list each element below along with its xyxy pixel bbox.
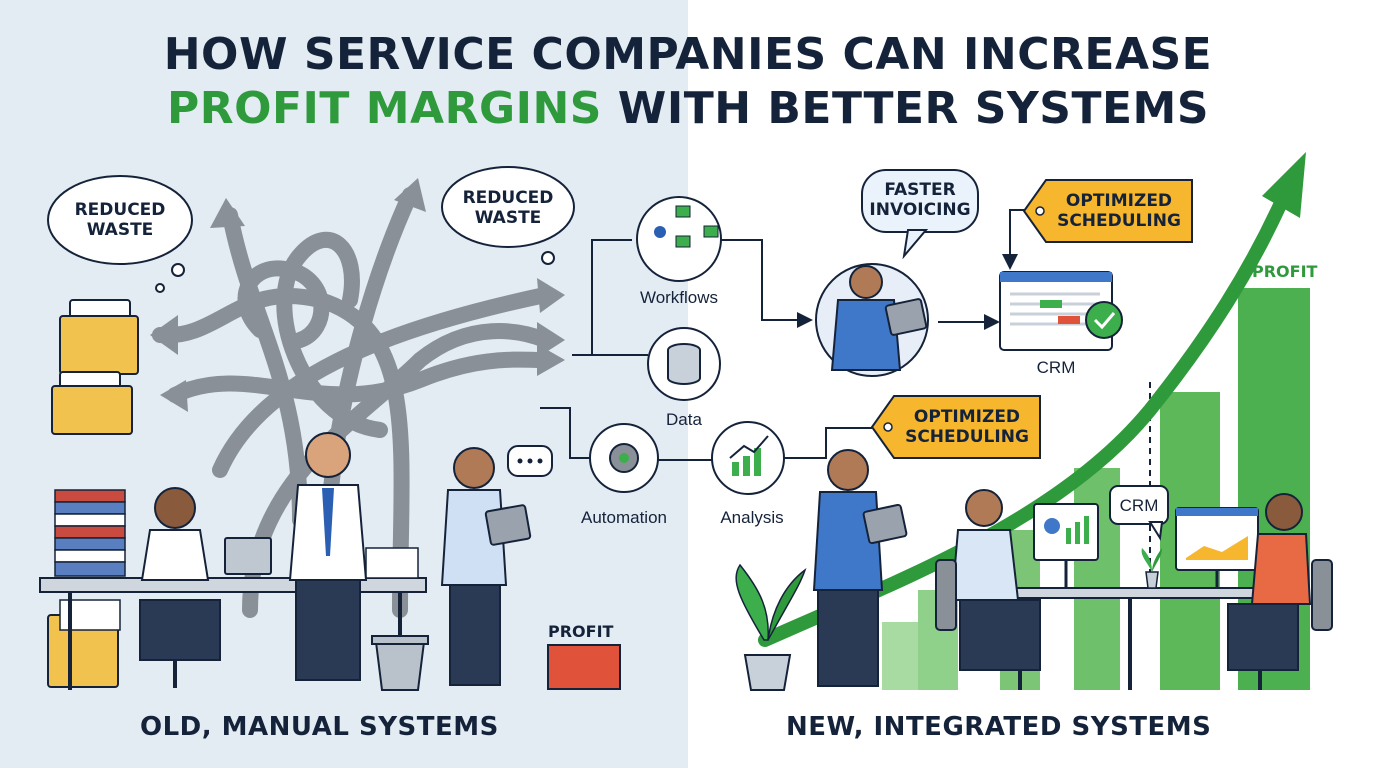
reduced-waste-text-2: REDUCED WASTE: [462, 188, 554, 228]
trash-bin-icon: [371, 635, 429, 691]
reduced-waste-bubble-2: [441, 166, 575, 265]
reduced-waste-bubble-1: [47, 175, 193, 293]
seated-worker-right-2: [1227, 493, 1333, 671]
worker-with-tablet-left: [440, 447, 532, 686]
analysis-chart-icon: [711, 421, 785, 495]
seated-worker-right-1: [935, 489, 1041, 671]
profit-label-left: PROFIT: [548, 622, 614, 641]
profit-bar-small: [547, 644, 621, 690]
workflows-label: Workflows: [639, 288, 719, 307]
optimized-scheduling-tag-top: [1022, 179, 1193, 243]
small-plant-icon: [1141, 548, 1162, 589]
tangled-arrow-heads: [150, 178, 565, 412]
stressed-manager: [288, 432, 368, 681]
speech-dots-bubble: [507, 445, 553, 477]
title-accent: PROFIT MARGINS: [166, 83, 602, 134]
footer-left: OLD, MANUAL SYSTEMS: [140, 712, 499, 742]
reduced-waste-text-1: REDUCED WASTE: [74, 200, 166, 240]
potted-plant-icon: [735, 563, 807, 691]
automation-gear-icon: [589, 423, 659, 493]
crm-bubble-text: CRM: [1119, 496, 1159, 515]
footer-right: NEW, INTEGRATED SYSTEMS: [786, 712, 1212, 742]
crm-window-icon: [999, 271, 1123, 351]
optimized-scheduling-text-top: OPTIMIZED SCHEDULING: [1057, 191, 1181, 231]
faster-invoicing-bubble: [861, 169, 979, 260]
optimized-scheduling-tag-mid: [870, 395, 1041, 459]
database-icon: [647, 327, 721, 401]
page-title: HOW SERVICE COMPANIES CAN INCREASE PROFI…: [0, 28, 1376, 136]
folder-stack-icon: [51, 299, 139, 435]
stressed-worker-laptop: [139, 487, 272, 688]
monitor-with-dashboard-icon: [1175, 507, 1259, 588]
monitor-with-chart-icon: [1033, 503, 1099, 588]
crm-label: CRM: [1036, 358, 1076, 377]
optimized-scheduling-text-mid: OPTIMIZED SCHEDULING: [905, 407, 1029, 447]
faster-invoicing-text: FASTER INVOICING: [869, 180, 971, 220]
worker-with-tablet-right: [812, 449, 908, 687]
crm-speech-bubble: [1109, 485, 1169, 541]
analysis-label: Analysis: [720, 508, 784, 527]
workflows-node: [636, 196, 722, 282]
automation-label: Automation: [581, 508, 667, 527]
title-line-2-rest: WITH BETTER SYSTEMS: [601, 83, 1210, 134]
document-pile-icon: [47, 489, 126, 688]
data-label: Data: [666, 410, 702, 429]
worker-with-tablet-circle: [815, 263, 929, 377]
profit-label-right: PROFIT: [1252, 262, 1318, 281]
connector-lines: [540, 209, 1028, 461]
title-line-1: HOW SERVICE COMPANIES CAN INCREASE: [163, 29, 1213, 80]
